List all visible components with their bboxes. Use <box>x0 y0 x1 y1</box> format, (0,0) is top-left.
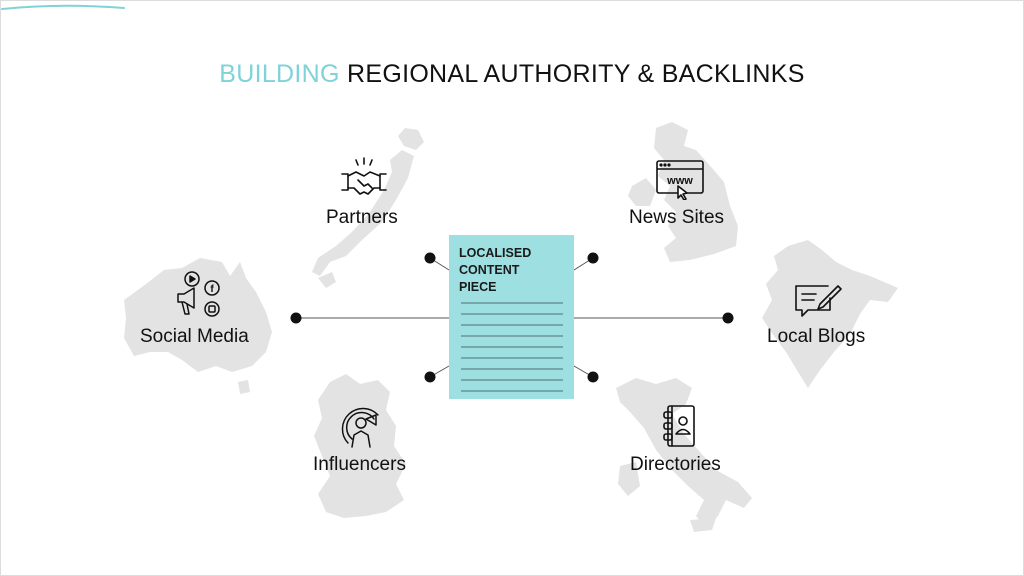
social-media-icon: f <box>177 271 220 317</box>
www-browser-icon: www <box>656 160 704 200</box>
map-germany <box>314 374 406 518</box>
title-underline <box>1 4 125 10</box>
svg-text:www: www <box>666 175 693 187</box>
doc-lines <box>461 302 563 392</box>
localised-content-piece: LOCALISED CONTENT PIECE <box>449 235 574 399</box>
dot-local-blogs <box>722 312 734 324</box>
handshake-icon <box>341 157 387 195</box>
blog-chat-icon <box>795 285 842 317</box>
label-social-media: Social Media <box>140 326 249 347</box>
dot-news-sites <box>587 252 599 264</box>
dot-social-media <box>290 312 302 324</box>
title-rest: REGIONAL AUTHORITY & BACKLINKS <box>339 60 805 88</box>
map-india <box>762 240 898 388</box>
dot-directories <box>587 371 599 383</box>
map-italy <box>616 378 752 532</box>
title-accent: BUILDING <box>219 60 340 88</box>
label-influencers: Influencers <box>313 454 406 475</box>
svg-text:f: f <box>210 284 214 295</box>
label-news-sites: News Sites <box>629 207 725 228</box>
doc-title: LOCALISED CONTENT PIECE <box>459 246 532 294</box>
dot-partners <box>424 252 436 264</box>
map-australia <box>124 258 272 394</box>
label-local-blogs: Local Blogs <box>767 326 866 347</box>
label-partners: Partners <box>326 207 398 228</box>
address-book-icon <box>663 405 695 447</box>
map-japan <box>312 128 424 288</box>
influencer-icon <box>341 407 379 448</box>
page-title: BUILDING REGIONAL AUTHORITY & BACKLINKS <box>0 60 1024 89</box>
label-directories: Directories <box>630 454 721 475</box>
dot-influencers <box>424 371 436 383</box>
